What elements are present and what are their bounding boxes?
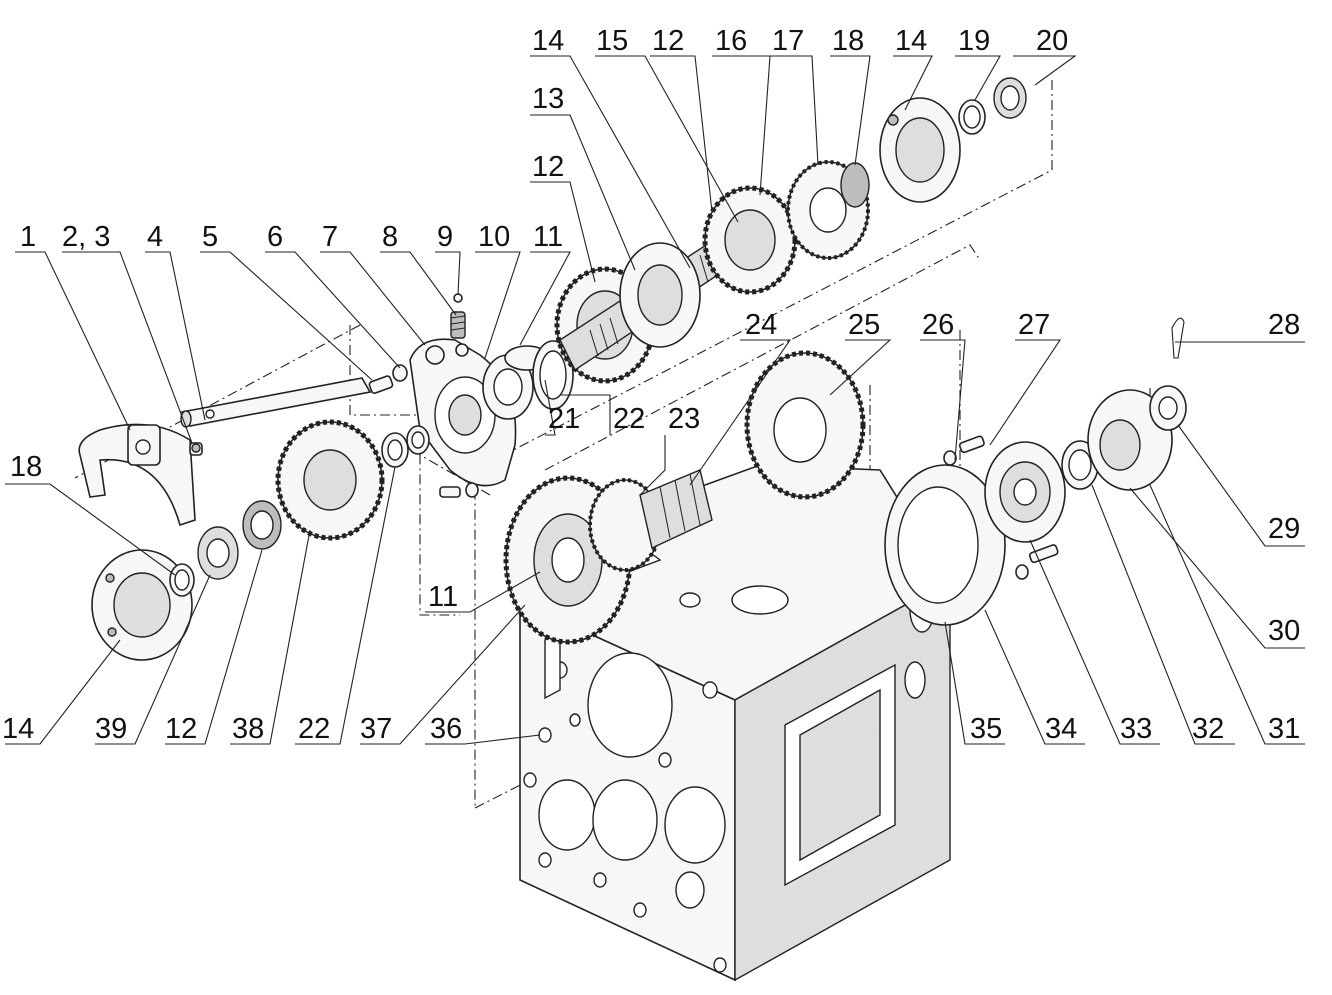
housing-bore-lower-mid [592, 779, 658, 861]
callout-14-top-right: 14 [895, 25, 927, 57]
callout-26: 26 [922, 309, 954, 341]
callout-1: 1 [20, 221, 36, 253]
callout-7: 7 [322, 221, 338, 253]
housing-bore-large [587, 652, 673, 758]
callout-12-top: 12 [652, 25, 684, 57]
callout-19: 19 [958, 25, 990, 57]
callout-27: 27 [1018, 309, 1050, 341]
callout-9: 9 [437, 221, 453, 253]
callout-30: 30 [1268, 615, 1300, 647]
main-shaft-group [554, 77, 1027, 384]
callout-20: 20 [1036, 25, 1068, 57]
callout-11-lower: 11 [428, 581, 458, 613]
gear-large-upper [744, 350, 866, 500]
left-lower-parts [91, 419, 430, 661]
right-parts [884, 317, 1187, 626]
callout-16: 16 [715, 25, 747, 57]
callout-6: 6 [267, 221, 283, 253]
bolt-and-washer [368, 364, 408, 395]
callout-39: 39 [95, 713, 127, 745]
callout-13: 13 [532, 83, 564, 115]
callout-4: 4 [147, 221, 163, 253]
housing-bore-lower-left [538, 779, 596, 851]
callout-8: 8 [382, 221, 398, 253]
callout-34: 34 [1045, 713, 1077, 745]
callout-23: 23 [668, 403, 700, 435]
housing-bore-lower-right [664, 786, 726, 864]
countershaft-group [439, 469, 713, 645]
callout-25: 25 [848, 309, 880, 341]
callout-35: 35 [970, 713, 1002, 745]
shift-fork [78, 423, 196, 527]
callout-5: 5 [202, 221, 218, 253]
callout-29: 29 [1268, 513, 1300, 545]
callout-14-top: 14 [532, 25, 564, 57]
callout-18-left: 18 [10, 451, 42, 483]
detent-spring [450, 293, 466, 339]
callout-21: 21 [548, 403, 580, 435]
bearing-upper-rings [482, 340, 574, 420]
leader-lines [5, 55, 1305, 745]
callout-10: 10 [478, 221, 510, 253]
callout-24: 24 [745, 309, 777, 341]
callout-38: 38 [232, 713, 264, 745]
callout-32: 32 [1192, 713, 1224, 745]
callout-12-upper: 12 [532, 151, 564, 183]
callout-17: 17 [772, 25, 804, 57]
callout-31: 31 [1268, 713, 1300, 745]
callout-37: 37 [360, 713, 392, 745]
callout-2-3: 2, 3 [62, 221, 110, 253]
callout-12-bottom: 12 [165, 713, 197, 745]
detent-ball [453, 293, 463, 303]
callout-14-bottom: 14 [2, 713, 34, 745]
callout-15: 15 [596, 25, 628, 57]
callout-28: 28 [1268, 309, 1300, 341]
fork-pin-screw [189, 442, 203, 456]
shift-rod [180, 377, 372, 428]
callout-labels: 14 15 12 16 17 18 14 19 20 13 12 1 2, 3 … [2, 25, 1300, 745]
callout-36: 36 [430, 713, 462, 745]
callout-33: 33 [1120, 713, 1152, 745]
callout-11-upper: 11 [533, 221, 563, 253]
callout-22-mid: 22 [613, 403, 645, 435]
callout-22-bottom: 22 [298, 713, 330, 745]
callout-18-top: 18 [832, 25, 864, 57]
